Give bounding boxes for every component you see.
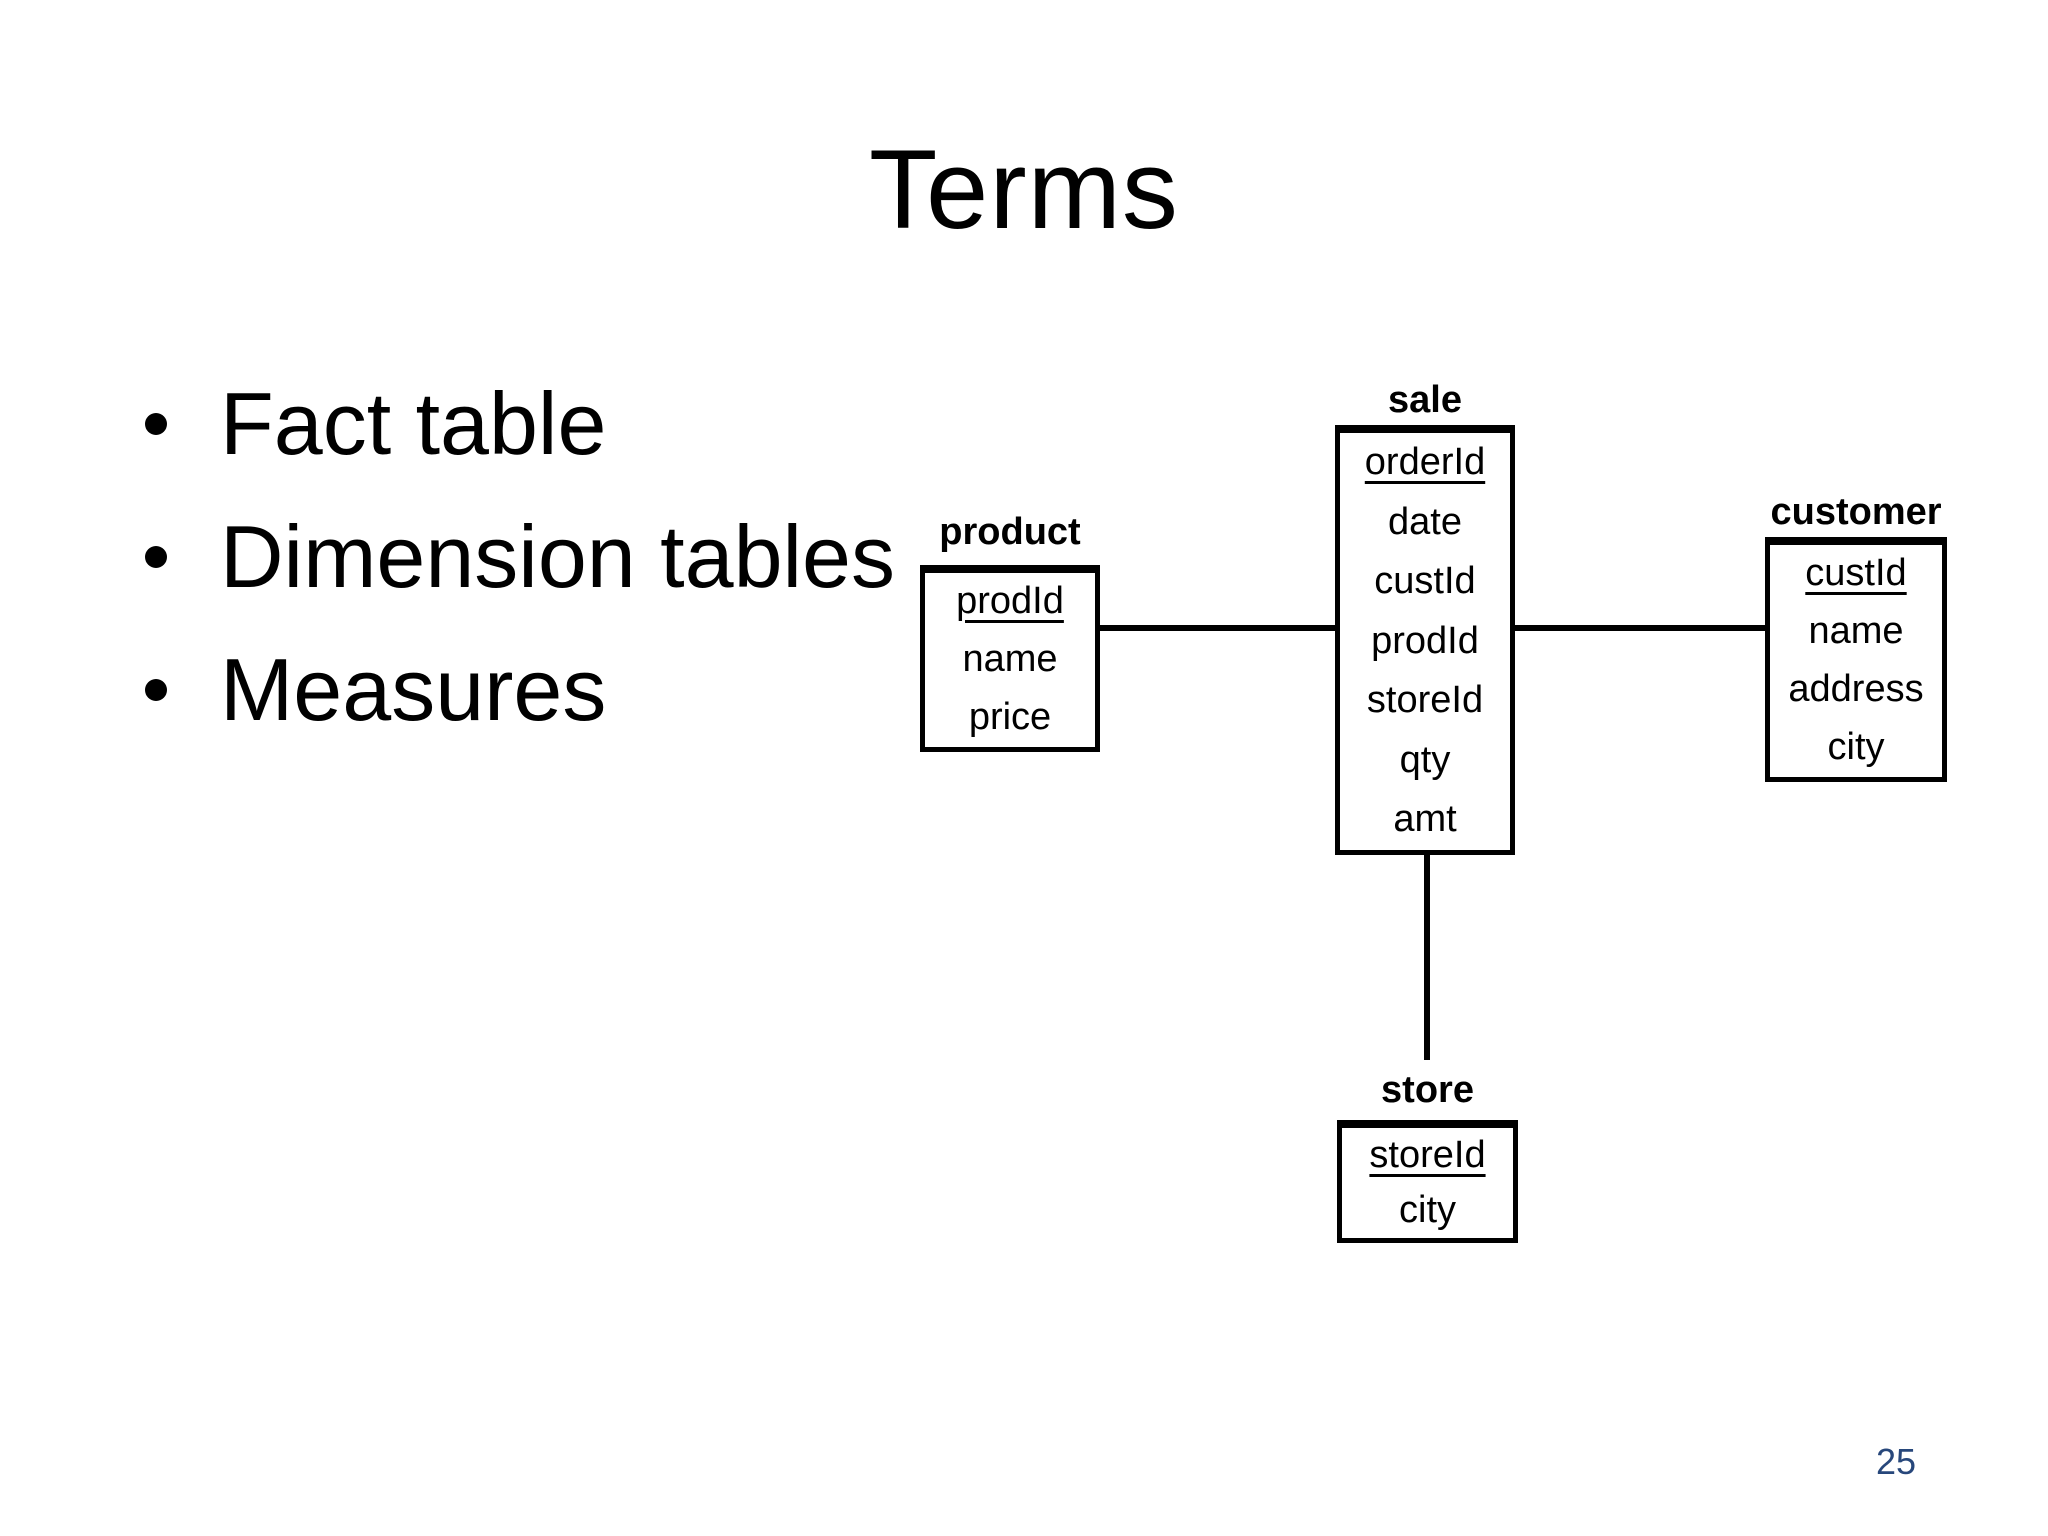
page-number: 25: [1876, 1441, 1917, 1482]
table-title-product: product: [939, 511, 1081, 553]
bullet-item-fact-table: Fact table: [145, 357, 895, 490]
table-sale: orderId date custId prodId storeId qty a…: [1335, 425, 1515, 855]
field-storeid: storeId: [1369, 1133, 1486, 1176]
bullet-label: Fact table: [220, 373, 607, 473]
slide-title: Terms: [869, 127, 1179, 252]
table-title-store: store: [1381, 1069, 1474, 1111]
field-amt: amt: [1393, 798, 1457, 841]
field-city: city: [1827, 726, 1885, 769]
table-title-customer: customer: [1770, 491, 1942, 533]
field-prodid: prodId: [1371, 619, 1479, 662]
field-storeid: storeId: [1366, 679, 1484, 722]
table-customer: custId name address city: [1765, 537, 1947, 782]
bullet-icon: [145, 678, 167, 701]
bullet-list: Fact table Dimension tables Measures: [145, 357, 895, 756]
field-name: name: [1808, 610, 1904, 653]
connector-sale-store: [1424, 853, 1430, 1060]
bullet-icon: [145, 412, 167, 435]
field-address: address: [1788, 668, 1924, 711]
bullet-icon: [145, 545, 167, 568]
field-qty: qty: [1399, 738, 1451, 781]
field-city: city: [1399, 1188, 1456, 1231]
bullet-label: Measures: [220, 639, 607, 739]
table-store: storeId city: [1337, 1120, 1518, 1243]
connector-product-sale: [1100, 625, 1337, 631]
field-date: date: [1388, 500, 1462, 543]
field-custid: custId: [1805, 552, 1907, 595]
field-name: name: [962, 638, 1058, 681]
field-orderid: orderId: [1364, 440, 1486, 483]
table-product: prodId name price: [920, 565, 1100, 752]
field-custid: custId: [1374, 560, 1476, 603]
bullet-item-dimension-tables: Dimension tables: [145, 490, 895, 623]
connector-sale-customer: [1513, 625, 1767, 631]
field-prodid: prodId: [956, 580, 1064, 623]
field-price: price: [968, 696, 1052, 739]
bullet-label: Dimension tables: [220, 506, 895, 606]
table-title-sale: sale: [1388, 379, 1462, 421]
bullet-item-measures: Measures: [145, 623, 895, 756]
